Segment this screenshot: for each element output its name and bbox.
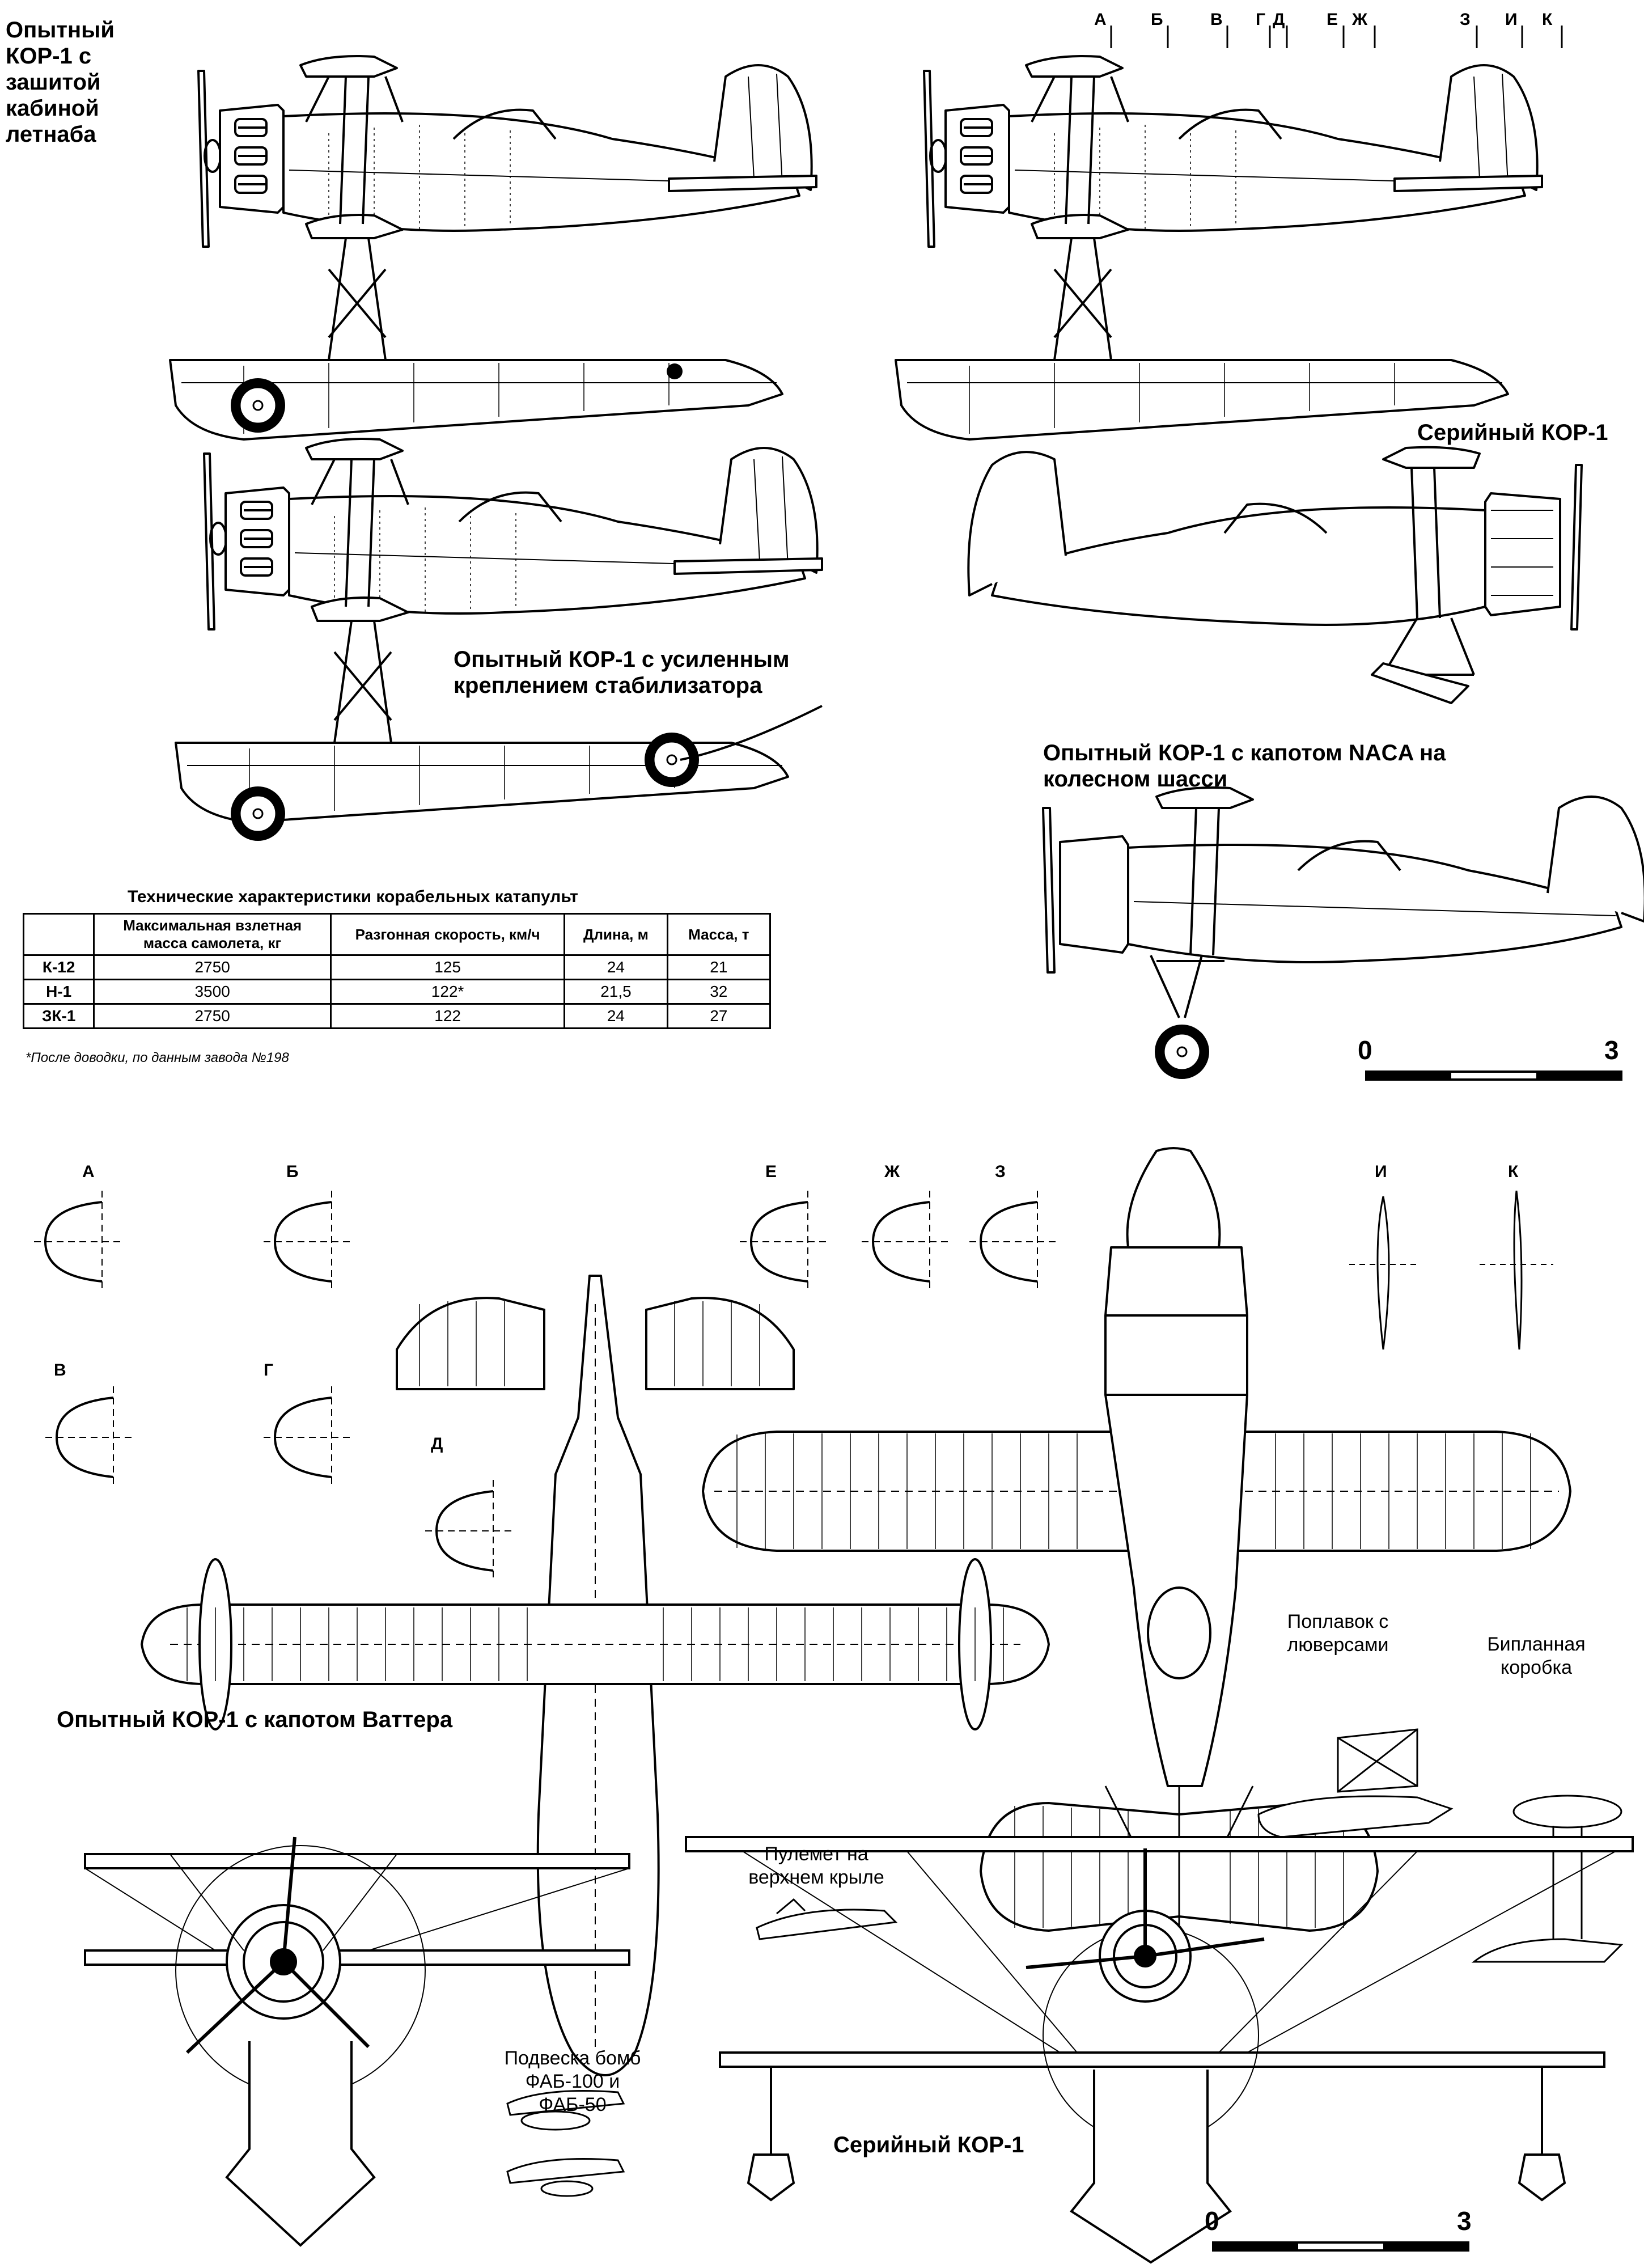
section-label-i: И <box>1375 1162 1387 1181</box>
table-cell: 122 <box>329 1003 566 1029</box>
view-caption-serial-side: Серийный КОР-1 <box>1417 420 1608 445</box>
table-cell: 24 <box>563 1003 668 1029</box>
scale-zero-bottom: 0 <box>1205 2206 1219 2236</box>
table-cell: 21,5 <box>563 979 668 1005</box>
section-mark-k: К <box>1542 10 1553 29</box>
section-label-d: Д <box>431 1435 443 1453</box>
callout-biplane-box: Бипланная коробка <box>1487 1634 1586 1678</box>
table-cell: ЗК-1 <box>22 1003 95 1029</box>
callout-mg-upper-wing: Пулемет на верхнем крыле <box>748 1843 884 1888</box>
table-cell: 2750 <box>93 954 332 980</box>
section-mark-g: Г <box>1256 10 1266 29</box>
table-title: Технические характеристики корабельных к… <box>128 887 578 906</box>
table-header-length: Длина, м <box>563 913 668 956</box>
section-mark-v: В <box>1210 10 1223 29</box>
view-caption-prototype-watter: Опытный КОР-1 с капотом Ваттера <box>57 1707 453 1732</box>
table-header-mass: Максимальная взлетная масса самолета, кг <box>93 913 332 956</box>
table-cell: 24 <box>563 954 668 980</box>
section-label-v: В <box>54 1361 66 1380</box>
section-label-z: З <box>995 1162 1006 1181</box>
table-cell: 3500 <box>93 979 332 1005</box>
section-mark-d: Д <box>1273 10 1285 29</box>
table-footnote: *После доводки, по данным завода №198 <box>26 1050 289 1065</box>
table-header-weight: Масса, т <box>666 913 772 956</box>
table-cell: 32 <box>666 979 772 1005</box>
scale-three-top: 3 <box>1604 1035 1619 1065</box>
section-label-g: Г <box>264 1361 274 1380</box>
view-caption-prototype-cabin: Опытный КОР-1 с зашитой кабиной летнаба <box>6 18 115 147</box>
table-header-row: Максимальная взлетная масса самолета, кг… <box>22 913 772 956</box>
table-cell: 27 <box>666 1003 772 1029</box>
table-row: К-12 2750 125 24 21 <box>22 954 772 980</box>
callout-float-louvers: Поплавок с люверсами <box>1287 1611 1389 1656</box>
table-cell: 21 <box>666 954 772 980</box>
section-mark-zh: Ж <box>1352 10 1368 29</box>
table-cell: 122* <box>329 979 566 1005</box>
section-label-k: К <box>1508 1162 1519 1181</box>
section-mark-a: А <box>1094 10 1107 29</box>
table-cell: 125 <box>329 954 566 980</box>
table-row: Н-1 3500 122* 21,5 32 <box>22 979 772 1005</box>
scale-three-bottom: 3 <box>1457 2206 1472 2236</box>
section-mark-i: И <box>1505 10 1518 29</box>
section-label-zh: Ж <box>884 1162 900 1181</box>
table-header-speed: Разгонная скорость, км/ч <box>329 913 566 956</box>
section-mark-z: З <box>1460 10 1471 29</box>
section-label-b: Б <box>286 1162 299 1181</box>
view-caption-serial-front: Серийный КОР-1 <box>833 2132 1024 2157</box>
scale-zero-top: 0 <box>1358 1035 1372 1065</box>
callout-bomb-mount: Подвеска бомб ФАБ-100 и ФАБ-50 <box>504 2047 641 2115</box>
table-cell: 2750 <box>93 1003 332 1029</box>
table-row: ЗК-1 2750 122 24 27 <box>22 1003 772 1029</box>
table-cell: К-12 <box>22 954 95 980</box>
catapult-specs-table: Максимальная взлетная масса самолета, кг… <box>22 913 772 1029</box>
section-label-e: Е <box>765 1162 777 1181</box>
section-mark-b: Б <box>1151 10 1163 29</box>
table-header-blank <box>22 913 95 956</box>
view-caption-prototype-stabilizer: Опытный КОР-1 с усиленным креплением ста… <box>454 647 790 698</box>
section-mark-e: Е <box>1327 10 1338 29</box>
section-label-a: А <box>82 1162 95 1181</box>
table-cell: Н-1 <box>22 979 95 1005</box>
view-caption-prototype-naca: Опытный КОР-1 с капотом NACA на колесном… <box>1043 741 1446 792</box>
